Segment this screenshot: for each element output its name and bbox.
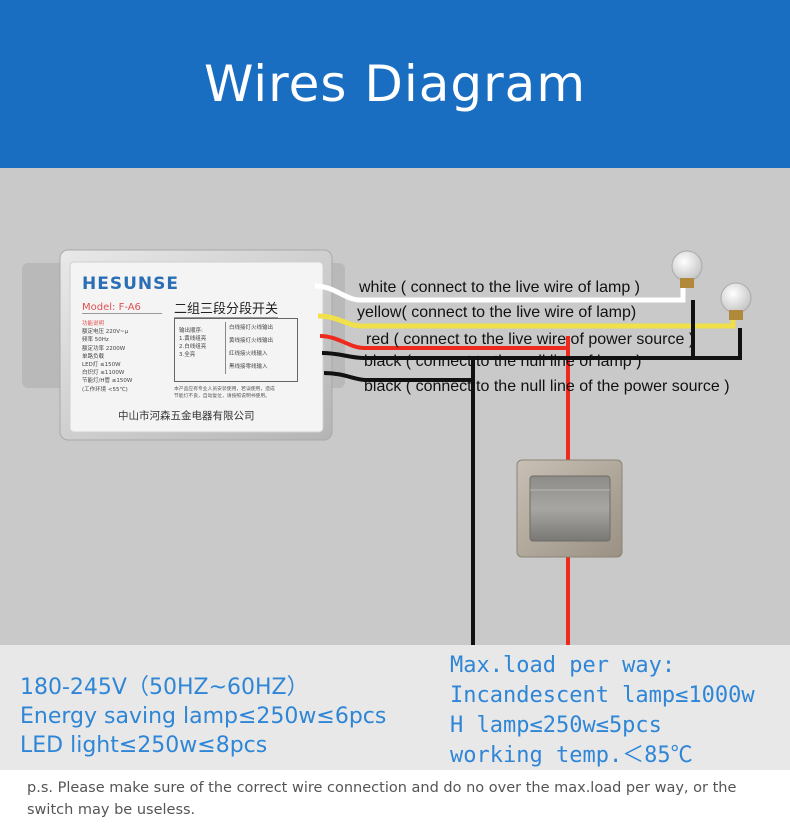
header-banner: Wires Diagram <box>0 0 790 168</box>
device-order-line: 1.黄线组亮 <box>179 336 207 342</box>
device-spec-line: (工作环境 <55℃) <box>82 386 128 393</box>
specs-left: 180-245V（50HZ~60HZ） Energy saving lamp≤2… <box>20 673 386 760</box>
black-power-wire <box>323 371 473 382</box>
device-wire-table: 白线接灯火线输出 黄线接灯火线输出 红线接火线输入 黑线接零线输入 <box>225 322 273 374</box>
device-warning: 本产品应有专业人员安装使用，若误使用，造成 节能灯不良，自动复位，请按照说明书使… <box>174 386 275 400</box>
spec-working-temp: working temp.＜85℃ <box>450 743 693 768</box>
device-spec-line: 节能灯/H管 ≤150W <box>82 378 133 385</box>
device-table-line: 黑线接零线输入 <box>229 364 268 370</box>
diagram-stage: HESUNSE Model: F-A6 二组三段分段开关 功能说明 额定电压 2… <box>0 168 790 645</box>
wire-label-yellow: yellow( connect to the live wire of lamp… <box>357 304 637 321</box>
spec-h-lamp: H lamp≤250w≤5pcs <box>450 713 662 738</box>
wall-switch <box>516 459 623 558</box>
device-warning-line: 本产品应有专业人员安装使用，若误使用，造成 <box>174 387 275 392</box>
device-table-line: 白线接灯火线输出 <box>229 325 274 331</box>
device-brand: HESUNSE <box>82 274 179 294</box>
white-wire <box>314 280 686 303</box>
footnote: p.s. Please make sure of the correct wir… <box>0 770 790 840</box>
specs-right: Max.load per way: Incandescent lamp≤1000… <box>450 651 755 771</box>
wiring-diagram <box>22 249 752 645</box>
page-title: Wires Diagram <box>203 55 587 113</box>
device-spec-line: 额定功率 2200W <box>82 345 126 352</box>
device-order-list: 输出顺序: 1.黄线组亮 2.白线组亮 3.全亮 <box>179 327 206 359</box>
device-order-line: 3.全亮 <box>179 352 196 358</box>
device-warning-line: 节能灯不良，自动复位，请按照说明书使用。 <box>174 394 270 399</box>
wire-label-black-lamp: black ( connect to the null line of lamp… <box>364 353 642 370</box>
wire-label-black-power: black ( connect to the null line of the … <box>364 378 730 395</box>
device-name-cn: 二组三段分段开关 <box>174 298 279 318</box>
red-wire <box>319 334 568 350</box>
device-order-line: 2.白线组亮 <box>179 344 207 350</box>
spec-led: LED light≤250w≤8pcs <box>20 733 268 758</box>
yellow-wire <box>317 296 736 329</box>
device-output-box: 输出顺序: 1.黄线组亮 2.白线组亮 3.全亮 白线接灯火线输出 黄线接灯火线… <box>174 318 298 382</box>
spec-max-load: Max.load per way: <box>450 653 676 678</box>
device-label: HESUNSE Model: F-A6 二组三段分段开关 功能说明 额定电压 2… <box>78 272 316 426</box>
device-spec-line: 白炽灯 ≤1100W <box>82 370 125 377</box>
device-table-line: 黄线接灯火线输出 <box>229 338 274 344</box>
lamp-bulb-2 <box>720 282 752 320</box>
specs-panel: 180-245V（50HZ~60HZ） Energy saving lamp≤2… <box>0 645 790 770</box>
wire-label-white: white ( connect to the live wire of lamp… <box>359 279 641 296</box>
spec-voltage: 180-245V（50HZ~60HZ） <box>20 675 309 700</box>
spec-incandescent: Incandescent lamp≤1000w <box>450 683 755 708</box>
device-spec-list: 功能说明 额定电压 220V~μ 频率 50Hz 额定功率 2200W 单路负载… <box>82 320 132 394</box>
device-model: Model: F-A6 <box>82 302 162 314</box>
device-spec-line: 额定电压 220V~μ <box>82 329 129 336</box>
lamp-bulb-1 <box>671 250 703 288</box>
controller-device <box>22 249 345 441</box>
device-spec-line: 频率 50Hz <box>82 337 109 344</box>
spec-energy-saving: Energy saving lamp≤250w≤6pcs <box>20 704 387 729</box>
device-spec-line: LED灯 ≤150W <box>82 362 121 369</box>
device-maker-cn: 中山市河森五金电器有限公司 <box>118 410 255 422</box>
device-spec-line: 单路负载 <box>82 353 105 360</box>
black-lamp-wire <box>321 300 695 360</box>
device-table-line: 红线接火线输入 <box>229 351 268 357</box>
device-spec-line: 功能说明 <box>82 321 105 327</box>
device-order-line: 输出顺序: <box>179 328 203 334</box>
black-lamp-wire-2 <box>693 328 742 360</box>
wire-label-red: red ( connect to the live wire of power … <box>366 331 695 348</box>
